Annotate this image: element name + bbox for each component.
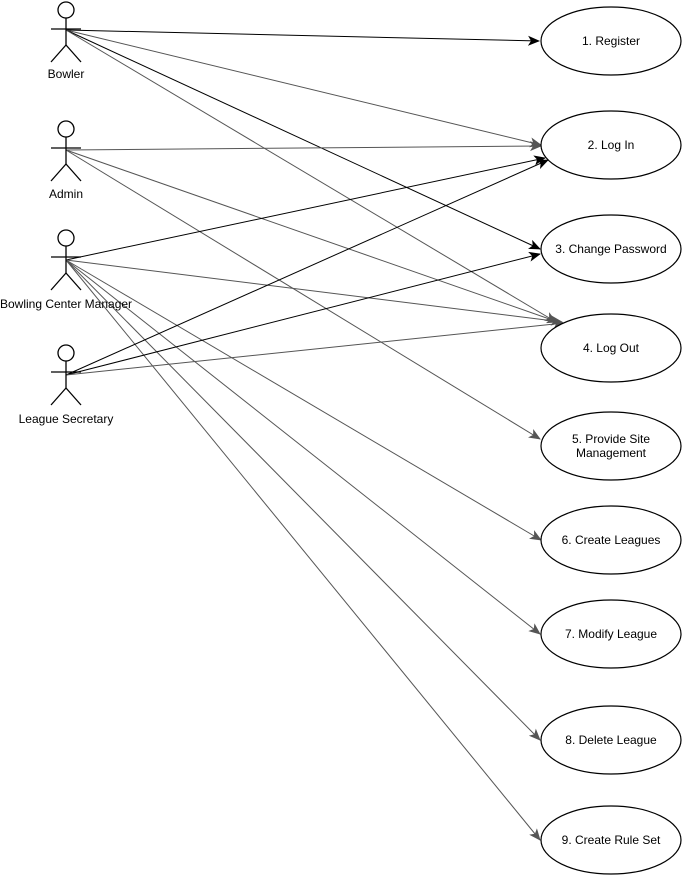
stick-figure-icon — [50, 120, 82, 182]
use-case-uc9[interactable]: 9. Create Rule Set — [540, 805, 682, 875]
actor-label: Admin — [49, 187, 83, 201]
use-case-ellipse[interactable] — [540, 110, 682, 180]
stick-figure-icon — [50, 229, 82, 291]
association-admin-uc4 — [65, 149, 559, 324]
use-case-uc2[interactable]: 2. Log In — [540, 110, 682, 180]
use-case-uc3[interactable]: 3. Change Password — [540, 214, 682, 284]
association-secretary-uc4 — [65, 319, 565, 376]
association-bcm-uc6 — [65, 259, 542, 541]
association-bcm-uc4 — [65, 259, 563, 326]
association-bcm-uc8 — [65, 259, 541, 741]
use-case-label: 8. Delete League — [565, 733, 657, 747]
association-bcm-uc2 — [65, 155, 546, 261]
use-case-ellipse[interactable] — [540, 214, 682, 284]
use-case-label: 6. Create Leagues — [562, 533, 661, 547]
use-case-label: Management — [576, 446, 647, 460]
association-secretary-uc2 — [65, 159, 549, 376]
association-admin-uc2 — [65, 141, 542, 152]
use-case-label: 7. Modify League — [565, 627, 657, 641]
stick-figure-icon — [50, 344, 82, 406]
association-bowler-uc4 — [65, 29, 557, 323]
use-case-ellipse[interactable] — [540, 6, 682, 76]
actor-secretary[interactable]: League Secretary — [19, 344, 114, 426]
associations — [65, 29, 565, 841]
association-bcm-uc7 — [65, 259, 541, 635]
use-case-label: 1. Register — [582, 34, 640, 48]
use-case-ellipse[interactable] — [540, 805, 682, 875]
use-case-uc1[interactable]: 1. Register — [540, 6, 682, 76]
use-case-label: 9. Create Rule Set — [562, 833, 661, 847]
stick-figure-icon — [50, 1, 82, 63]
use-case-uc7[interactable]: 7. Modify League — [540, 599, 682, 669]
use-case-uc8[interactable]: 8. Delete League — [540, 705, 682, 775]
actor-label: Bowler — [48, 67, 85, 81]
use-case-uc6[interactable]: 6. Create Leagues — [540, 505, 682, 575]
actor-admin[interactable]: Admin — [49, 120, 83, 201]
use-case-ellipse[interactable] — [540, 313, 682, 383]
use-case-label: 3. Change Password — [555, 242, 666, 256]
actor-bowler[interactable]: Bowler — [48, 1, 85, 81]
use-case-label: 5. Provide Site — [572, 432, 650, 446]
association-bowler-uc2 — [65, 29, 542, 148]
use-case-ellipse[interactable] — [540, 505, 682, 575]
association-bowler-uc1 — [65, 29, 540, 46]
use-case-ellipse[interactable] — [540, 411, 682, 481]
use-case-label: 2. Log In — [588, 138, 635, 152]
actor-label: Bowling Center Manager — [0, 297, 132, 311]
association-bcm-uc9 — [65, 259, 541, 841]
association-bowler-uc3 — [65, 29, 541, 250]
association-admin-uc5 — [65, 149, 541, 440]
use-cases: 1. Register 2. Log In 3. Change Password 4.… — [540, 6, 682, 875]
use-case-ellipse[interactable] — [540, 599, 682, 669]
use-case-ellipse[interactable] — [540, 705, 682, 775]
actor-bcm[interactable]: Bowling Center Manager — [0, 229, 132, 311]
use-case-label: 4. Log Out — [583, 341, 640, 355]
association-secretary-uc3 — [65, 251, 541, 376]
actor-label: League Secretary — [19, 412, 114, 426]
use-case-uc4[interactable]: 4. Log Out — [540, 313, 682, 383]
